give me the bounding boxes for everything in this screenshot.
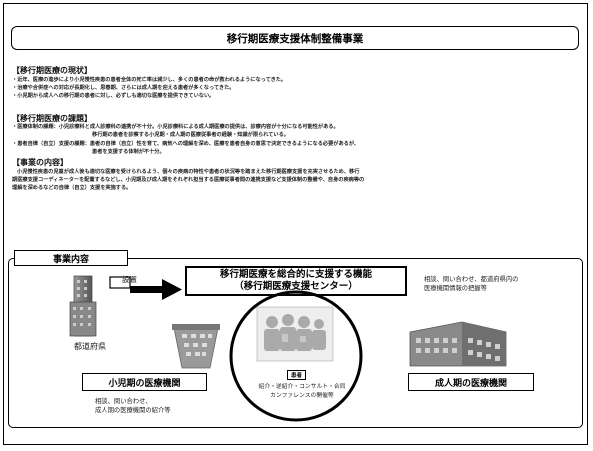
content-line: 小児慢性疾患の児童が成人後も適切な医療を受けられるよう、個々の疾病の特性や患者の… bbox=[17, 169, 360, 175]
prefecture-building-icon bbox=[69, 275, 97, 337]
adult-institution-label: 成人期の医療機関 bbox=[408, 373, 534, 391]
issues-line: ・医療体制の課題：小児診療科と成人診療科の連携が不十分。小児診療科による成人期医… bbox=[12, 124, 339, 130]
coordination-circle bbox=[229, 290, 363, 422]
prefecture-label: 都道府県 bbox=[74, 342, 106, 351]
patient-chip: 患者 bbox=[287, 370, 307, 380]
pediatric-note-line2: 成人期の医療機関の紹介等 bbox=[95, 407, 171, 414]
center-title-line1: 移行期医療を総合的に支援する機能 bbox=[219, 269, 372, 280]
pediatric-label-text: 小児期の医療機関 bbox=[108, 378, 181, 389]
status-line: ・治療や合併症への対応が長期化し、思春期、さらには成人期を迎える患者が多くなって… bbox=[12, 85, 235, 91]
pediatric-hospital-icon bbox=[172, 324, 220, 369]
issues-heading: 【移行期医療の課題】 bbox=[12, 114, 92, 123]
pediatric-note-line1: 相談、問い合わせ、 bbox=[95, 398, 152, 405]
pediatric-institution-label: 小児期の医療機関 bbox=[82, 373, 207, 391]
business-content-tab: 事業内容 bbox=[14, 250, 128, 266]
title-text: 移行期医療支援体制整備事業 bbox=[226, 32, 364, 45]
center-note: 相談、問い合わせ、都道府県内の 医療機関情報の把握等 bbox=[424, 275, 518, 293]
page-frame bbox=[3, 3, 588, 445]
people-group-icon bbox=[256, 306, 334, 362]
issues-line: 移行期の患者を診察する小児期・成人期の医療従事者の経験・知識が限られている。 bbox=[92, 132, 289, 138]
status-line: ・近年、医療の進歩により小児慢性疾患の患者全体の死亡率は減少し、多くの患者の命が… bbox=[12, 77, 287, 83]
issues-line: 患者を支援する体制が不十分。 bbox=[92, 149, 165, 155]
page-title: 移行期医療支援体制整備事業 bbox=[11, 26, 579, 50]
adult-hospital-icon bbox=[409, 321, 507, 367]
center-title-line2: （移行期医療支援センター） bbox=[234, 281, 358, 292]
adult-label-text: 成人期の医療機関 bbox=[434, 378, 507, 389]
content-heading: 【事業の内容】 bbox=[12, 158, 68, 167]
status-line: ・小児期から成人への移行期の患者に対し、必ずしも適切な医療を提供できていない。 bbox=[12, 93, 215, 99]
coordination-note-line2: カンファレンスの開催等 bbox=[270, 393, 334, 399]
tab-label: 事業内容 bbox=[52, 254, 89, 265]
coordination-note-line1: 紹介・逆紹介・コンサルト・合同 bbox=[258, 384, 346, 390]
center-note-line2: 医療機関情報の把握等 bbox=[424, 285, 487, 292]
setup-arrow-icon bbox=[109, 276, 182, 300]
center-note-line1: 相談、問い合わせ、都道府県内の bbox=[424, 276, 519, 283]
issues-line: ・患者自律（自立）支援の課題：患者の自律（自立）性を育て、病気への理解を深め、医… bbox=[12, 141, 360, 147]
content-line: 期医療支援コーディネーターを配置するなどし、小児期及び成人期をそれぞれ担当する医… bbox=[12, 177, 365, 183]
coordination-note: 紹介・逆紹介・コンサルト・合同 カンファレンスの開催等 bbox=[255, 383, 349, 401]
pediatric-note: 相談、問い合わせ、 成人期の医療機関の紹介等 bbox=[95, 397, 171, 415]
business-content-panel bbox=[8, 258, 583, 428]
content-line: 理解を深めるなどの自律（自立）支援を実施する。 bbox=[12, 185, 132, 191]
status-heading: 【移行期医療の現状】 bbox=[12, 66, 92, 75]
